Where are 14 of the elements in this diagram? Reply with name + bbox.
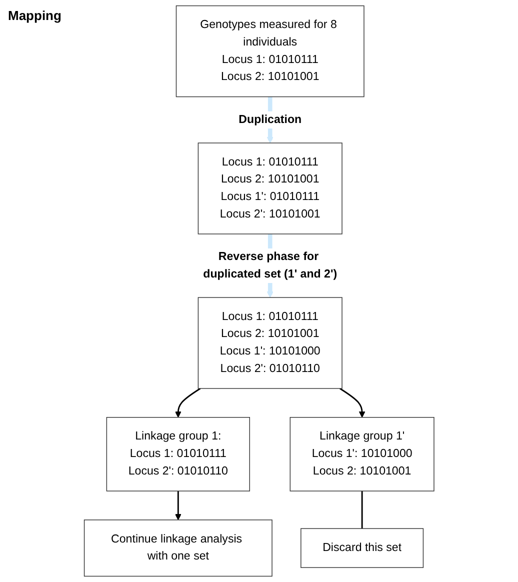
- arrow: [174, 388, 201, 418]
- node-box: Locus 1: 01010111 Locus 2: 10101001 Locus 1': 10101000 Locus 2': 01010110: [198, 297, 342, 389]
- edge-label: Duplication: [238, 113, 302, 126]
- node-box: Discard this set: [300, 528, 424, 568]
- node-box: Linkage group 1' Locus 1': 10101000 Locus 2: 10101001: [290, 417, 434, 492]
- node-box: Genotypes measured for 8 individuals Locus 1: 01010111 Locus 2: 10101001: [176, 5, 364, 98]
- note-label: Mapping: [8, 8, 62, 23]
- node-box: Locus 1: 01010111 Locus 2: 10101001 Locus 1': 01010111 Locus 2': 10101001: [198, 142, 342, 234]
- arrow: [174, 491, 182, 520]
- node-box: Linkage group 1: Locus 1: 01010111 Locus 2': 01010110: [106, 417, 250, 492]
- arrow: [339, 388, 366, 418]
- connector: [361, 491, 363, 529]
- node-box: Continue linkage analysis with one set: [84, 520, 272, 577]
- edge-label: Reverse phase for duplicated set (1' and 2'): [203, 250, 337, 280]
